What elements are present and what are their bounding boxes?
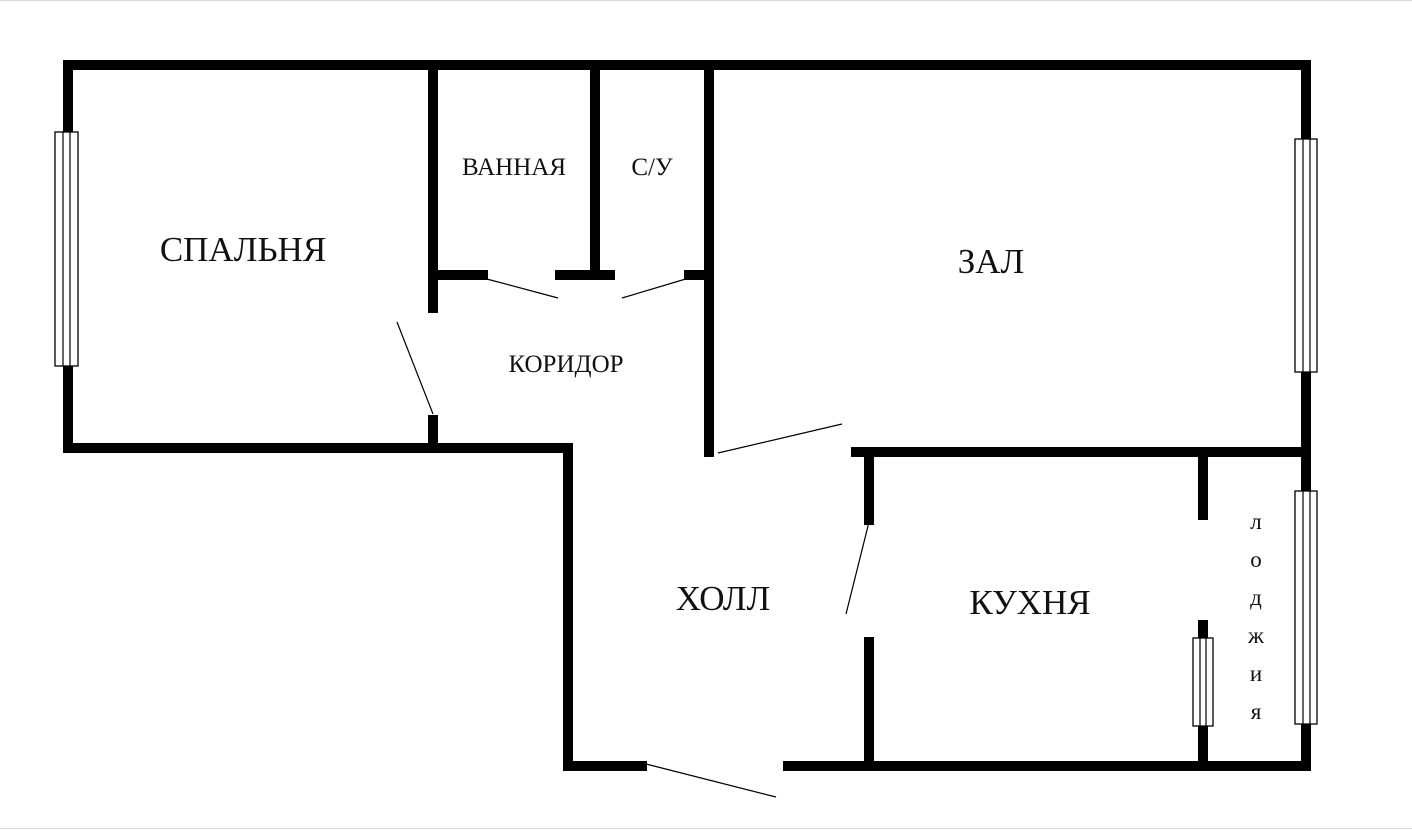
kitchen-label: КУХНЯ: [969, 583, 1090, 622]
corridor-label: КОРИДОР: [508, 351, 623, 378]
living-door: [717, 423, 843, 454]
loggia-letter: д: [1250, 585, 1262, 610]
kitchen-window: [1192, 637, 1214, 727]
loggia-letter: л: [1250, 509, 1261, 534]
living-window: [1294, 138, 1318, 373]
bedroom-door: [396, 321, 434, 415]
bathroom-door: [482, 277, 559, 299]
kitchen-door: [845, 521, 870, 615]
loggia-letter: о: [1250, 547, 1262, 572]
walls: [63, 60, 1311, 771]
loggia-window: [1294, 490, 1318, 725]
bathroom-label: ВАННАЯ: [462, 154, 566, 181]
bottom-border: [0, 828, 1412, 829]
loggia-label: л о д ж и я: [1247, 509, 1264, 724]
loggia-letter: я: [1251, 699, 1262, 724]
doors: [396, 277, 870, 798]
wc-label: С/У: [631, 154, 673, 181]
loggia-letter: ж: [1247, 623, 1264, 648]
top-border: [0, 0, 1412, 1]
bedroom-window: [54, 131, 79, 367]
living-label: ЗАЛ: [958, 242, 1025, 281]
windows: [54, 131, 1318, 727]
wc-door: [621, 277, 690, 299]
entrance-door: [645, 763, 777, 798]
bedroom-label: СПАЛЬНЯ: [160, 230, 326, 269]
loggia-letter: и: [1250, 661, 1262, 686]
hall-label: ХОЛЛ: [676, 579, 771, 618]
room-labels: СПАЛЬНЯ ВАННАЯ С/У ЗАЛ КОРИДОР ХОЛЛ КУХН…: [160, 154, 1264, 724]
